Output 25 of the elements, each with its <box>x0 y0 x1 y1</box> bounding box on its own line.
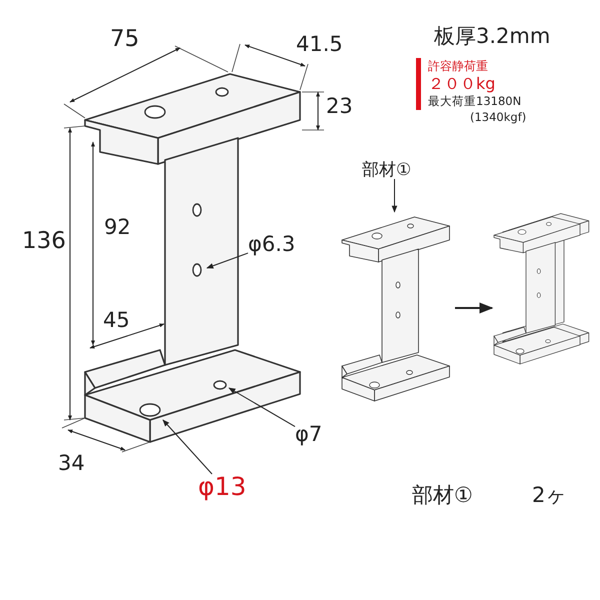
dimension-value: 23 <box>326 96 353 117</box>
hole-diameter: φ13 <box>198 474 246 499</box>
load-value: ２００kg <box>428 76 496 92</box>
plate-thickness: 板厚3.2mm <box>434 26 550 47</box>
dimension-value: 92 <box>104 217 131 238</box>
dimension-value: 75 <box>110 28 140 51</box>
leader-line <box>228 388 296 428</box>
bracket-drawing <box>494 213 590 364</box>
leader-line <box>206 252 248 268</box>
leader-line <box>162 419 212 474</box>
dimension-value: 41.5 <box>296 34 343 55</box>
hole-diameter: φ6.3 <box>248 234 296 255</box>
max-load-kgf: (1340kgf) <box>470 112 526 124</box>
quantity: 2ヶ <box>532 485 568 506</box>
hole-diameter: φ7 <box>295 424 322 445</box>
max-load: 最大荷重13180N <box>428 96 522 108</box>
dimension-value: 34 <box>58 453 85 474</box>
part-label: 部材① <box>412 485 473 506</box>
leader-line <box>392 178 398 213</box>
dimension-value: 45 <box>103 310 130 331</box>
dimension-value: 136 <box>22 230 66 253</box>
part-label: 部材① <box>362 162 412 179</box>
bracket-drawing <box>342 216 450 402</box>
load-heading: 許容静荷重 <box>428 60 488 72</box>
arrow <box>455 302 494 314</box>
